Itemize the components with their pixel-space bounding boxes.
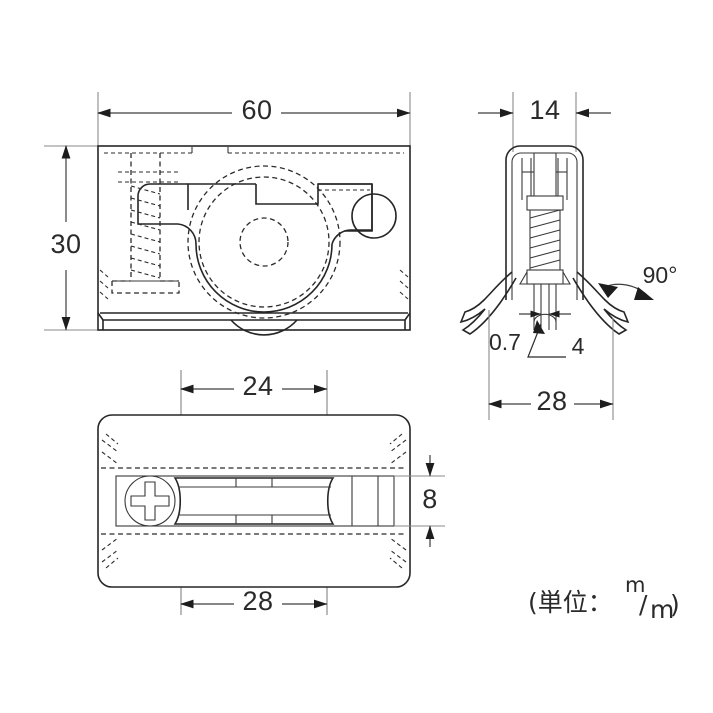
roller-hub-hidden-circle <box>239 217 289 267</box>
screw-head-body <box>111 281 180 294</box>
front-left-arm-top <box>137 183 188 210</box>
dim-label-90: 90° <box>643 262 678 288</box>
unit-note-denominator: m <box>650 595 674 624</box>
side-view: 14 <box>459 92 678 420</box>
leader-line-4 <box>527 323 566 358</box>
roller-outer-hidden-circle <box>187 165 341 319</box>
leader-arrow-4 <box>533 320 545 334</box>
dim-label-14: 14 <box>529 95 560 125</box>
unit-note: (単位： m / m ) <box>528 573 680 624</box>
bottom-hatch-top-right <box>389 433 407 465</box>
front-right-arm-fillet <box>331 229 372 245</box>
dim-label-28-side: 28 <box>536 386 567 416</box>
front-flange-left-chamfer <box>97 312 104 321</box>
front-left-edge-hatch <box>99 269 109 300</box>
bottom-hatch-bottom-right <box>389 537 407 569</box>
screw-cross-slot <box>130 481 170 521</box>
bottom-hatch-bottom-left <box>101 537 119 569</box>
mounting-hole <box>351 193 397 239</box>
unit-note-numerator: m <box>625 573 645 597</box>
roller-visible-arc <box>195 243 333 313</box>
side-plunger-stem-top <box>533 152 557 200</box>
dim-label-24: 24 <box>242 371 273 401</box>
side-piston-plate-top <box>526 195 564 211</box>
bottom-roller-spool <box>173 477 335 525</box>
dim-label-0-7: 0.7 <box>489 329 521 355</box>
side-right-clip-leg <box>572 271 630 335</box>
dim-label-4: 4 <box>572 333 585 359</box>
screw-thread-hidden <box>130 185 161 279</box>
unit-note-suffix: ) <box>670 590 680 619</box>
unit-note-prefix: (単位： <box>528 588 613 617</box>
roller-inner-hidden-circle <box>198 176 330 308</box>
side-spring-coils <box>529 209 561 269</box>
side-lower-stem-break <box>533 313 557 323</box>
front-left-arm-fillet <box>177 223 197 245</box>
side-shell-outer <box>505 145 584 300</box>
roller-bottom-protrusion <box>230 319 298 336</box>
dim-label-60: 60 <box>241 95 272 125</box>
dim-label-30: 30 <box>50 229 81 259</box>
unit-note-slash: / <box>639 590 648 619</box>
side-left-clip-leg <box>459 271 517 335</box>
dim-label-28-bottom: 28 <box>242 586 273 616</box>
bottom-view: 24 28 <box>97 370 445 616</box>
front-flange-right-chamfer <box>404 312 411 321</box>
front-right-edge-hatch <box>399 269 409 300</box>
front-view: 60 30 <box>44 92 411 336</box>
angle-arrow-right-90 <box>634 287 654 300</box>
side-piston-plate-bottom <box>526 269 564 285</box>
front-body-outline <box>97 145 411 331</box>
dim-label-8: 8 <box>422 484 438 514</box>
screw-head-circle <box>124 475 176 527</box>
bottom-hatch-top-left <box>101 433 119 465</box>
angle-arrow-left-90 <box>598 283 618 298</box>
